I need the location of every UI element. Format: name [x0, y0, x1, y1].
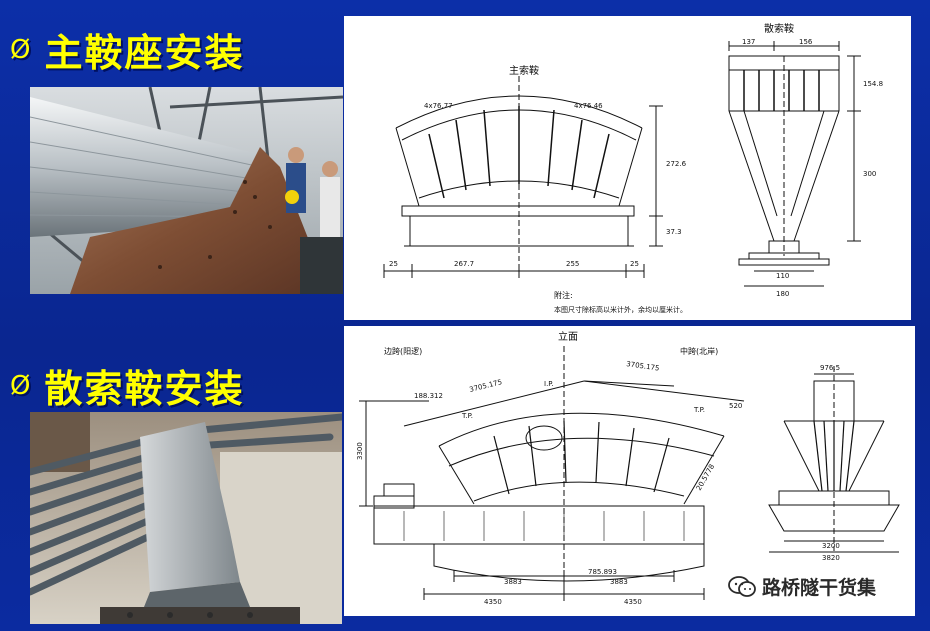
- dim-label: 3883: [504, 578, 522, 586]
- section-heading-main-saddle: Ø 主鞍座安装: [10, 22, 244, 77]
- dim-label: 520: [729, 402, 742, 410]
- dim-label: 4x76.77: [424, 102, 453, 110]
- dim-label: 3820: [822, 554, 840, 562]
- section-heading-splay-saddle: Ø 散索鞍安装: [10, 358, 244, 413]
- dim-label: 267.7: [454, 260, 474, 268]
- dim-label: 188.312: [414, 392, 443, 400]
- drawing-panel-elevation: 立面 边跨(阳逻) 中跨(北岸) 188.312 3705.175 3705.1…: [344, 326, 915, 616]
- dim-label: 137: [742, 38, 755, 46]
- bullet-icon: Ø: [10, 370, 31, 401]
- drawing-panel-saddles: 主索鞍 4x76.77 4x76.46 25 267.7 255 25 272.…: [344, 16, 911, 320]
- section-title: 主鞍座安装: [44, 31, 245, 75]
- splay-saddle-photo: [30, 412, 342, 624]
- side-span-label: 边跨(阳逻): [384, 346, 422, 356]
- dim-label: 3705.175: [626, 360, 660, 373]
- dim-label: 3200: [822, 542, 840, 550]
- main-span-label: 中跨(北岸): [680, 346, 718, 356]
- elevation-title: 立面: [558, 330, 578, 343]
- dim-label: 300: [863, 170, 876, 178]
- wechat-icon: [728, 575, 756, 597]
- bullet-icon: Ø: [10, 34, 31, 65]
- note-text: 本图尺寸除标高以米计外，余均以厘米计。: [554, 305, 687, 314]
- dim-label: 4350: [484, 598, 502, 606]
- dim-label: 4x76.46: [574, 102, 603, 110]
- dim-label: 156: [799, 38, 813, 46]
- dim-label: 4350: [624, 598, 642, 606]
- dim-label: T.P.: [693, 406, 705, 414]
- note-label: 附注:: [554, 290, 573, 300]
- dim-label: T.P.: [461, 412, 473, 420]
- dim-label: 272.6: [666, 160, 687, 168]
- splay-saddle-drawing-title: 散索鞍: [764, 22, 794, 35]
- dim-label: 154.8: [863, 80, 883, 88]
- watermark-text: 路桥隧干货集: [762, 577, 877, 599]
- dim-label: 255: [566, 260, 579, 268]
- dim-label: 976.5: [820, 364, 840, 372]
- dim-label: 110: [776, 272, 789, 280]
- dim-label: 3883: [610, 578, 628, 586]
- dim-label: 3705.175: [469, 378, 503, 394]
- main-saddle-drawing-title: 主索鞍: [509, 64, 539, 77]
- watermark: 路桥隧干货集: [728, 573, 876, 600]
- dim-label: 25: [389, 260, 398, 268]
- main-saddle-photo: [30, 87, 343, 294]
- section-title: 散索鞍安装: [44, 367, 245, 411]
- dim-label: 3300: [356, 442, 364, 460]
- dim-label: 180: [776, 290, 789, 298]
- dim-label: 37.3: [666, 228, 682, 236]
- dim-label: 785.893: [588, 568, 617, 576]
- dim-label: 25: [630, 260, 639, 268]
- dim-label: I.P.: [544, 380, 554, 388]
